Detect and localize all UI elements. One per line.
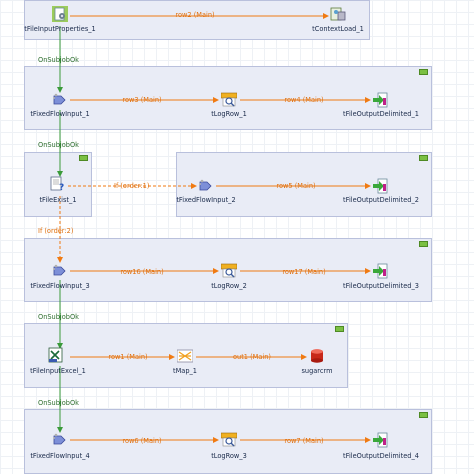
fixed-flow-input-icon[interactable] xyxy=(198,178,214,194)
component-label: tFileInputProperties_1 xyxy=(24,25,96,33)
subjob-collapse-toggle[interactable] xyxy=(419,69,428,75)
component-label: tFileExist_1 xyxy=(39,196,77,204)
flow-label[interactable]: row16 (Main) xyxy=(120,268,164,276)
component-label: tFileOutputDelimited_3 xyxy=(343,282,419,290)
map-icon[interactable] xyxy=(177,348,193,364)
subjob-collapse-toggle[interactable] xyxy=(419,412,428,418)
sugarcrm-icon[interactable] xyxy=(309,348,325,364)
subjob-collapse-toggle[interactable] xyxy=(419,241,428,247)
component-label: tFileOutputDelimited_2 xyxy=(343,196,419,204)
log-row-icon[interactable] xyxy=(221,92,237,108)
component-label: tLogRow_1 xyxy=(211,110,247,118)
component-label: tFileOutputDelimited_4 xyxy=(343,452,419,460)
context-load-icon[interactable] xyxy=(330,6,346,22)
file-input-properties-icon[interactable] xyxy=(52,6,68,22)
file-exist-icon[interactable]: ? xyxy=(50,176,66,192)
component-label: tFixedFlowInput_3 xyxy=(30,282,90,290)
flow-label[interactable]: row2 (Main) xyxy=(175,11,215,19)
fixed-flow-input-icon[interactable] xyxy=(52,432,68,448)
component-label: tLogRow_2 xyxy=(211,282,247,290)
fixed-flow-input-icon[interactable] xyxy=(52,92,68,108)
file-output-delimited-icon[interactable] xyxy=(372,263,388,279)
file-output-delimited-icon[interactable] xyxy=(372,92,388,108)
component-label: tFileInputExcel_1 xyxy=(30,367,86,375)
file-input-excel-icon[interactable] xyxy=(48,347,64,363)
component-label: tFixedFlowInput_1 xyxy=(30,110,90,118)
subjob-collapse-toggle[interactable] xyxy=(335,326,344,332)
component-label: tFixedFlowInput_2 xyxy=(176,196,236,204)
component-label: tFixedFlowInput_4 xyxy=(30,452,90,460)
log-row-icon[interactable] xyxy=(221,432,237,448)
svg-text:?: ? xyxy=(59,183,64,192)
trigger-label[interactable]: OnSubjobOk xyxy=(38,399,79,407)
flow-label[interactable]: row6 (Main) xyxy=(122,437,162,445)
subjob-properties[interactable] xyxy=(24,0,370,40)
flow-label[interactable]: row5 (Main) xyxy=(276,182,316,190)
component-label: tFileOutputDelimited_1 xyxy=(343,110,419,118)
log-row-icon[interactable] xyxy=(221,263,237,279)
flow-label[interactable]: row7 (Main) xyxy=(284,437,324,445)
trigger-label[interactable]: OnSubjobOk xyxy=(38,313,79,321)
file-output-delimited-icon[interactable] xyxy=(372,178,388,194)
subjob-collapse-toggle[interactable] xyxy=(79,155,88,161)
component-label: tMap_1 xyxy=(173,367,197,375)
component-label: tContextLoad_1 xyxy=(312,25,364,33)
trigger-label[interactable]: OnSubjobOk xyxy=(38,56,79,64)
component-label: tLogRow_3 xyxy=(211,452,247,460)
fixed-flow-input-icon[interactable] xyxy=(52,263,68,279)
subjob-fixedflow-2[interactable] xyxy=(176,152,432,217)
flow-label[interactable]: row4 (Main) xyxy=(284,96,324,104)
subjob-fixedflow-4[interactable] xyxy=(24,409,432,474)
file-output-delimited-icon[interactable] xyxy=(372,432,388,448)
flow-label[interactable]: row1 (Main) xyxy=(108,353,148,361)
trigger-label[interactable]: OnSubjobOk xyxy=(38,141,79,149)
flow-label[interactable]: row3 (Main) xyxy=(122,96,162,104)
flow-label[interactable]: row17 (Main) xyxy=(282,268,326,276)
component-label: sugarcrm xyxy=(301,367,333,375)
trigger-label[interactable]: If (order:2) xyxy=(38,227,74,235)
trigger-label[interactable]: If (order:1) xyxy=(114,182,150,190)
flow-label[interactable]: out1 (Main) xyxy=(233,353,271,361)
subjob-collapse-toggle[interactable] xyxy=(419,155,428,161)
